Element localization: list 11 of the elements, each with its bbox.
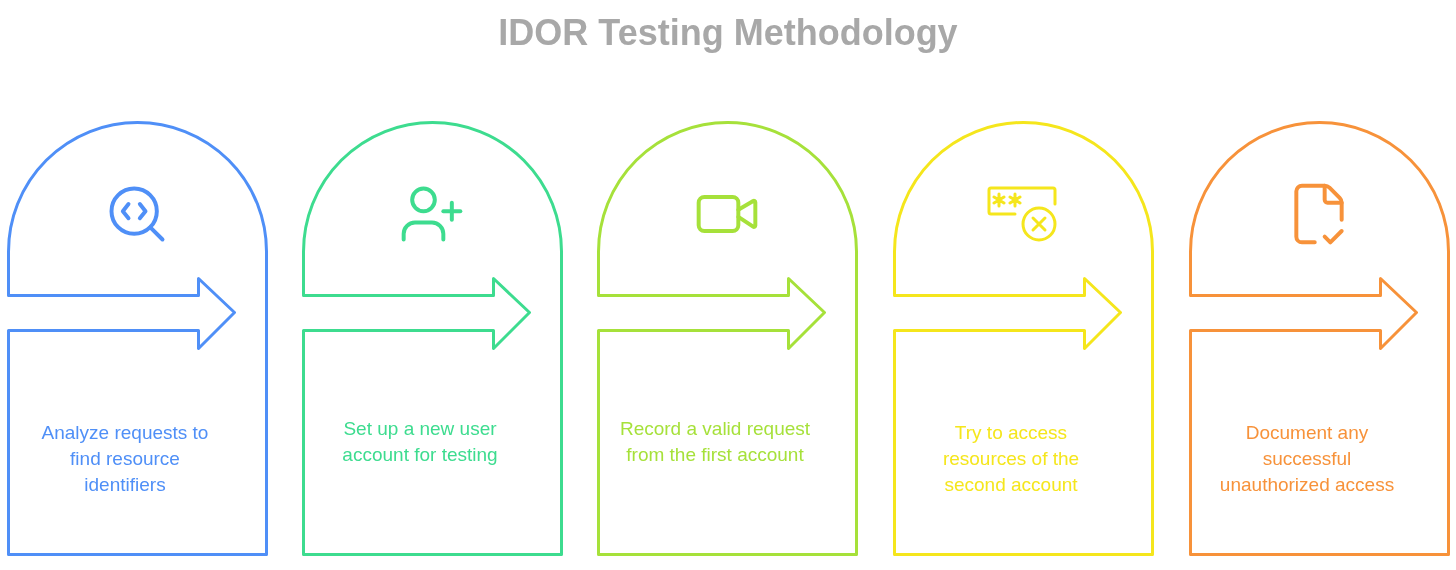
- title: IDOR Testing Methodology: [497, 11, 959, 55]
- step-shape: [1189, 120, 1451, 557]
- step-text: Try to access resources of the second account: [941, 421, 1081, 497]
- step-text: Analyze requests to find resource identifiers: [40, 421, 210, 497]
- step-shape: [7, 120, 269, 557]
- step-text: Record a valid request from the first account: [619, 417, 811, 467]
- step-text: Set up a new user account for testing: [341, 417, 499, 467]
- step-shape: [597, 120, 859, 557]
- step-shape: [302, 120, 564, 557]
- step-text: Document any successful unauthorized access: [1218, 421, 1396, 497]
- step-shape: [893, 120, 1155, 557]
